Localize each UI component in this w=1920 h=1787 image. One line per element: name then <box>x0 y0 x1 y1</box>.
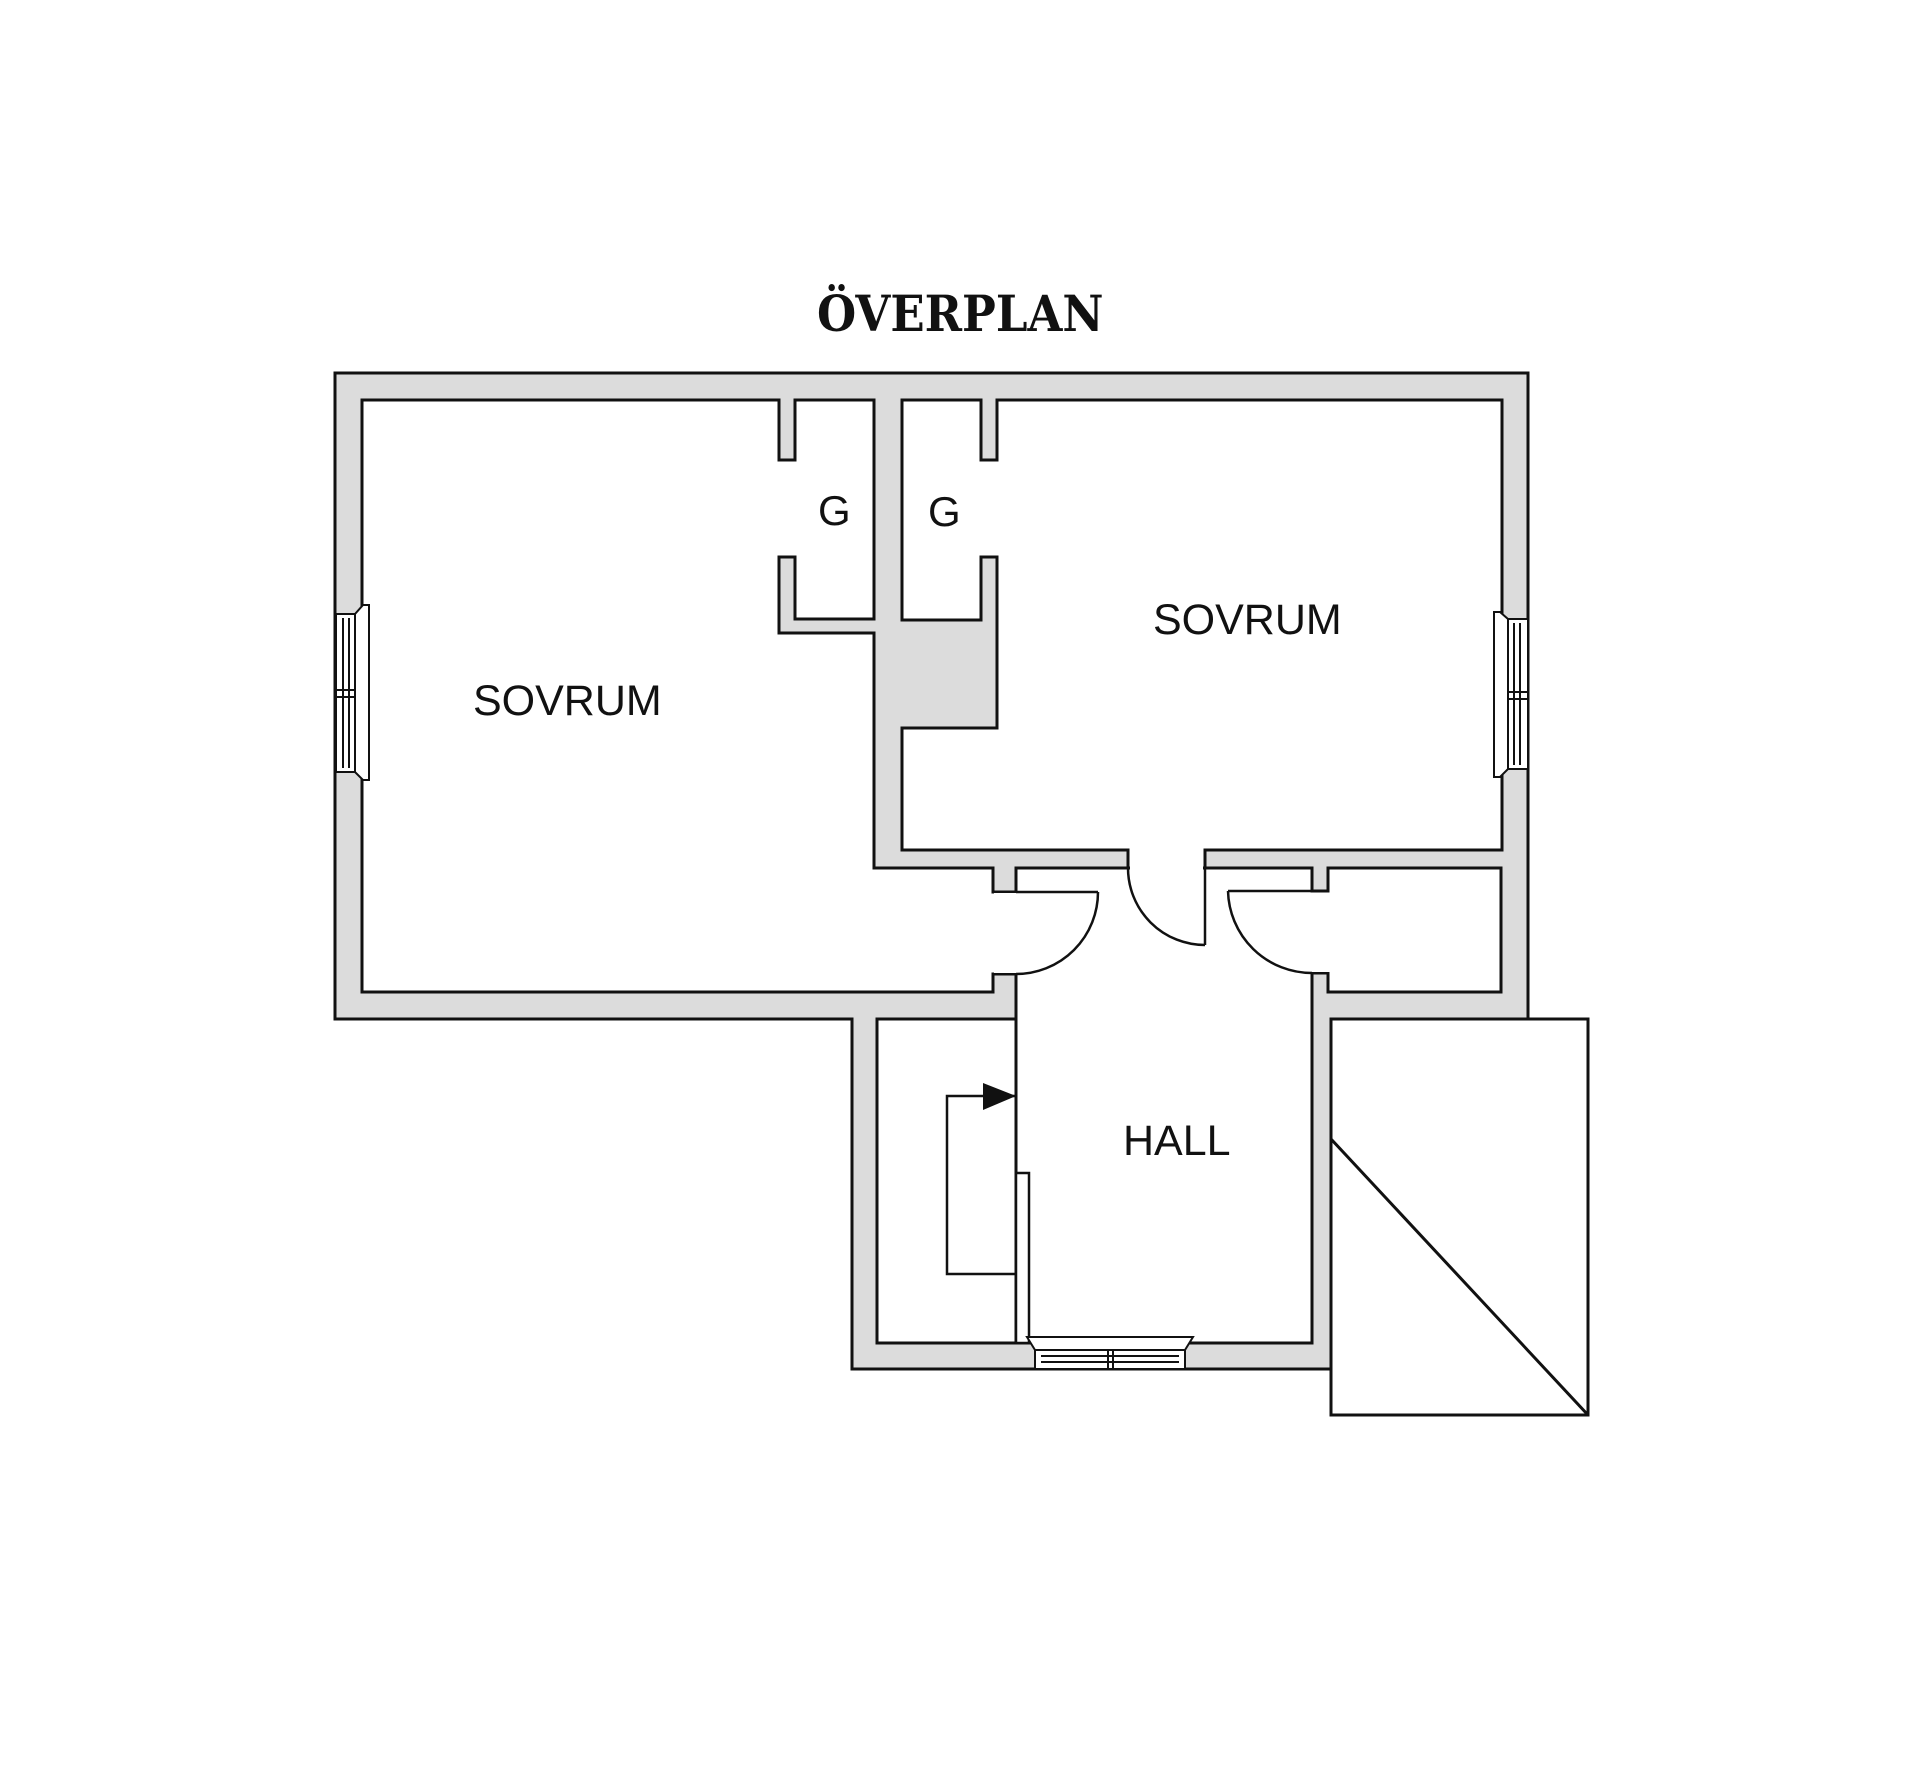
label-closet-right: G <box>928 488 961 535</box>
door-bedroom-right[interactable] <box>1126 867 1207 947</box>
door-bedroom-left[interactable] <box>991 868 1100 992</box>
stair-arrow-icon <box>983 1083 1016 1110</box>
stair-rail <box>1014 1171 1031 1345</box>
window-right <box>1493 611 1529 778</box>
balcony <box>1329 1017 1590 1417</box>
label-bedroom-left: SOVRUM <box>473 677 662 725</box>
window-hall <box>1025 1336 1195 1370</box>
label-bedroom-right: SOVRUM <box>1153 596 1342 644</box>
label-closet-left: G <box>818 487 851 534</box>
balcony-diagonal <box>1329 1137 1590 1417</box>
room-bedroom-left <box>360 398 1018 994</box>
window-left <box>335 604 370 781</box>
door-small-room[interactable] <box>1226 889 1313 975</box>
stairs <box>945 1083 1031 1345</box>
floor-title: ÖVERPLAN <box>817 284 1104 343</box>
label-hall: HALL <box>1123 1117 1231 1165</box>
